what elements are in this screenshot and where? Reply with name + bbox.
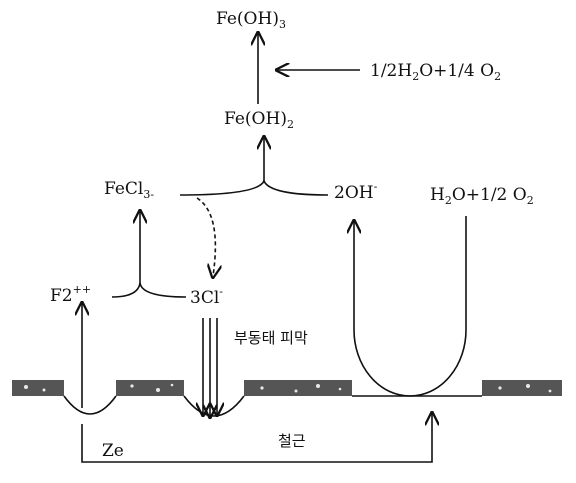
oxygen-water-top-label: 1/2H2O+1/4 O2: [370, 61, 501, 83]
feoh2-label: Fe(OH)2: [224, 109, 294, 131]
zone-label: Ze: [102, 441, 124, 461]
chloride-label: 3Cl-: [190, 285, 223, 308]
fecl3-label: FeCl3-: [104, 179, 154, 201]
iron-ion-label: F2++: [50, 283, 91, 306]
film-specks: [24, 383, 552, 393]
film-segment: [244, 380, 352, 396]
film-segment: [482, 380, 562, 396]
fecl-junction: [111, 282, 187, 298]
water-oxygen-label: H2O+1/2 O2: [430, 185, 534, 207]
chloride-recycle-arrow: [196, 197, 215, 276]
feoh-junction: [179, 178, 329, 196]
passive-film-layer: [12, 380, 562, 396]
hydroxide-label: 2OH-: [334, 180, 378, 203]
rebar-surface: [63, 395, 482, 417]
passive-film-label: 부동태 피막: [234, 329, 308, 347]
film-segment: [12, 380, 64, 396]
electron-path: [81, 414, 432, 463]
film-segment: [116, 380, 184, 396]
rebar-label: 철근: [278, 432, 306, 450]
chloride-attack-arrows: [203, 318, 217, 416]
feoh3-label: Fe(OH)3: [216, 9, 286, 31]
cathode-loop: [354, 216, 467, 397]
